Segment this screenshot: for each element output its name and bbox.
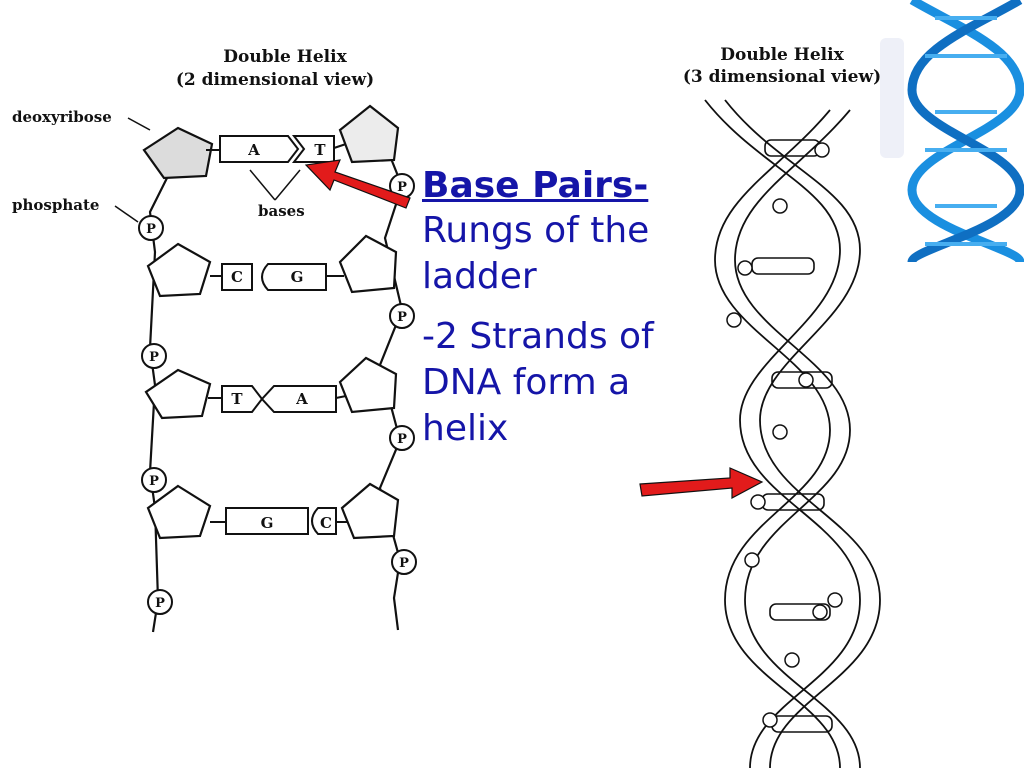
phosphate-label: P xyxy=(397,310,407,325)
phosphate-label: P xyxy=(397,180,407,195)
label-bases: bases xyxy=(258,202,305,220)
base-g-pair4: G xyxy=(261,514,274,532)
base-c-pair2: C xyxy=(231,268,243,286)
phosphate-label: P xyxy=(146,222,156,237)
label-phosphate: phosphate xyxy=(12,196,99,214)
label-deoxyribose: deoxyribose xyxy=(12,108,112,126)
base-t-pair1: T xyxy=(314,141,326,159)
helix-rungs xyxy=(751,139,833,733)
text-line: -2 Strands of xyxy=(422,316,654,357)
base-t-pair3: T xyxy=(231,390,243,408)
text-line: helix xyxy=(422,408,509,449)
helix-nodes xyxy=(726,142,843,728)
text-line: ladder xyxy=(422,256,537,297)
text-box: Base Pairs- Rungs of the ladder -2 Stran… xyxy=(422,164,752,452)
base-g-pair2: G xyxy=(291,268,304,286)
phosphate-label: P xyxy=(149,350,159,365)
diagram-3d-title-line1: Double Helix xyxy=(720,45,844,65)
diagram-3d: Double Helix (3 dimensional view) xyxy=(683,45,881,768)
base-pairs-heading: Base Pairs- xyxy=(422,165,649,206)
arrow-to-base-pair xyxy=(304,159,411,209)
phosphate-label: P xyxy=(155,596,165,611)
base-letters: A T C G T A G C xyxy=(231,141,332,532)
diagram-2d-title-line1: Double Helix xyxy=(223,47,347,67)
base-shapes xyxy=(219,135,337,535)
base-c-pair4: C xyxy=(320,514,332,532)
helix-strands xyxy=(704,99,881,768)
phosphate-label: P xyxy=(397,432,407,447)
base-a-pair1: A xyxy=(247,141,260,159)
phosphate-label: P xyxy=(399,556,409,571)
base-a-pair3: A xyxy=(295,390,308,408)
phosphate-label: P xyxy=(149,474,159,489)
background-decoration xyxy=(880,38,904,158)
base-bonds xyxy=(206,143,348,523)
strands-paragraph: -2 Strands of DNA form a helix xyxy=(422,314,752,452)
phosphate-groups xyxy=(138,173,417,615)
diagram-2d: Double Helix (2 dimensional view) deoxyr… xyxy=(12,47,417,633)
phosphate-labels: P P P P P P P P xyxy=(146,180,409,611)
deoxyribose-sugars xyxy=(142,104,400,540)
text-line: Rungs of the xyxy=(422,210,650,251)
arrow-to-helix xyxy=(639,467,764,499)
diagram-3d-title-line2: (3 dimensional view) xyxy=(683,67,881,87)
diagram-2d-title-line2: (2 dimensional view) xyxy=(176,70,374,90)
text-line: DNA form a xyxy=(422,362,631,403)
dna-logo-icon xyxy=(907,0,1024,265)
